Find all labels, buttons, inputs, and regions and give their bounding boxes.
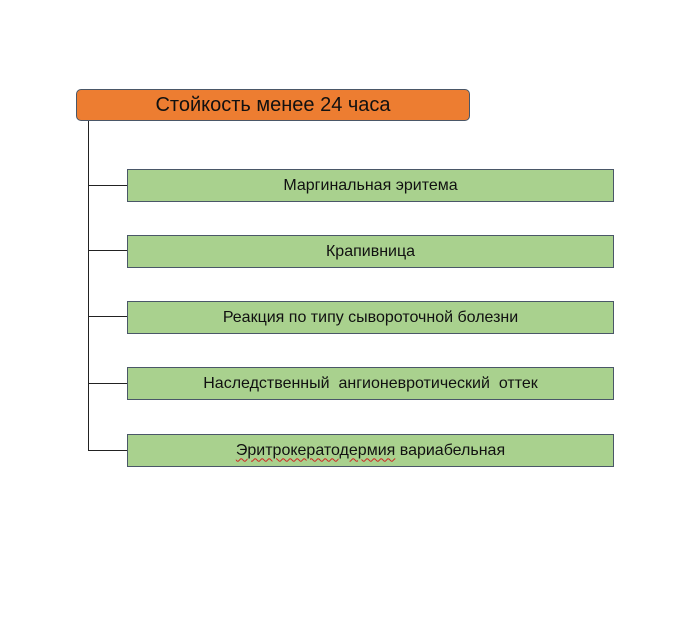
root-node: Стойкость менее 24 часа (76, 89, 470, 121)
child-node-4: Наследственный ангионевротический оттек (127, 367, 614, 400)
child-node-1: Маргинальная эритема (127, 169, 614, 202)
tree-connector-4 (88, 383, 128, 384)
tree-connector-2 (88, 250, 128, 251)
tree-connector-5 (88, 450, 128, 451)
root-node-label: Стойкость менее 24 часа (155, 93, 391, 116)
child-node-2: Крапивница (127, 235, 614, 268)
child-node-label-misspelled: Эритрокератодермия (235, 441, 396, 459)
tree-connector-3 (88, 316, 128, 317)
child-node-label-rest: вариабельная (395, 441, 506, 459)
child-node-label: Наследственный ангионевротический оттек (203, 374, 538, 392)
tree-connector-1 (88, 185, 128, 186)
child-node-label: Реакция по типу сывороточной болезни (222, 308, 519, 326)
child-node-5: Эритрокератодермия вариабельная (127, 434, 614, 467)
child-node-3: Реакция по типу сывороточной болезни (127, 301, 614, 334)
tree-connector-vertical (88, 121, 89, 451)
child-node-label: Маргинальная эритема (283, 176, 458, 194)
child-node-label: Крапивница (325, 242, 416, 260)
